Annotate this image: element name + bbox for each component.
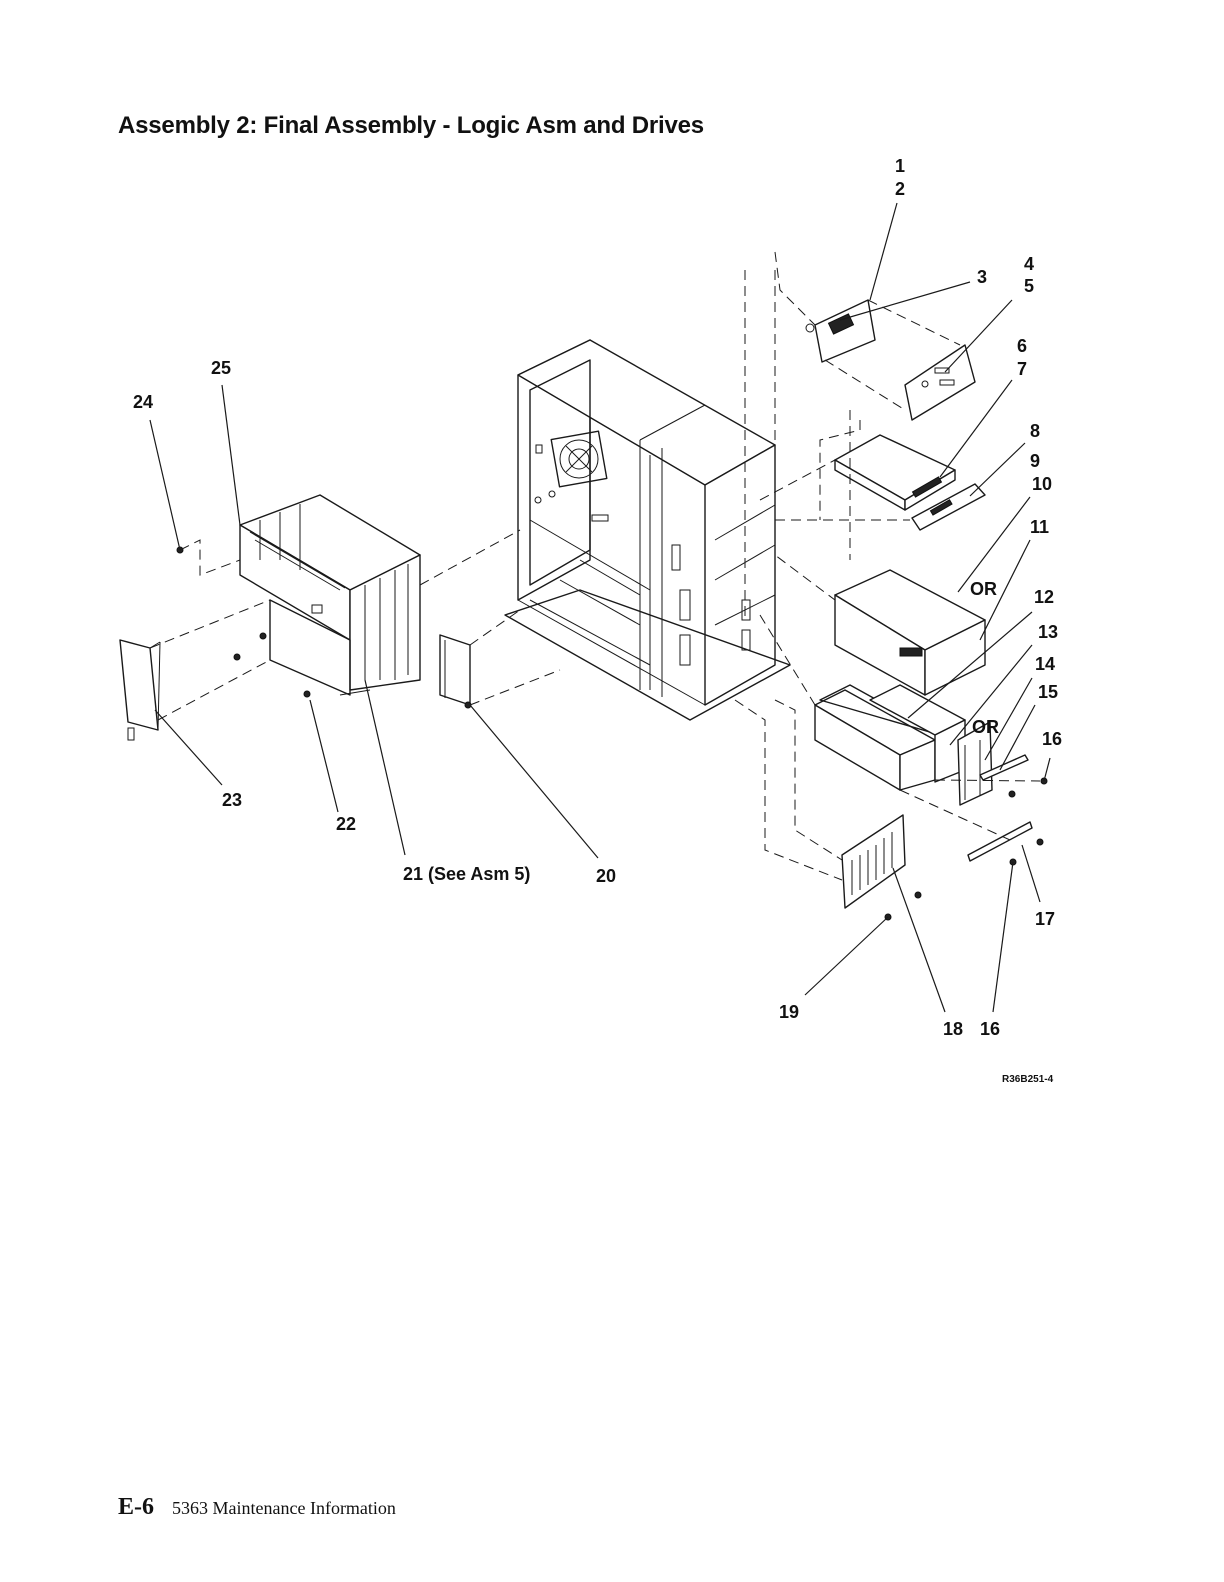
- page-number: E-6: [118, 1494, 154, 1520]
- callout-5: 5: [1024, 276, 1034, 296]
- callout-11: 11: [1030, 517, 1049, 537]
- diskette-drive-7: [835, 435, 955, 510]
- callout-10: 10: [1032, 474, 1052, 494]
- side-cover-23: [120, 640, 160, 740]
- page-footer: E-6 5363 Maintenance Information: [118, 1494, 396, 1521]
- main-frame: [505, 340, 790, 720]
- rear-panel-20: [440, 635, 471, 708]
- callout-9: 9: [1030, 451, 1040, 471]
- callout-8: 8: [1030, 421, 1040, 441]
- callout-16-upper: 16: [1042, 729, 1062, 749]
- or-label-lower: OR: [972, 717, 999, 737]
- logic-assembly: [240, 495, 420, 695]
- callout-15: 15: [1038, 682, 1058, 702]
- callout-14: 14: [1035, 654, 1055, 674]
- callout-22: 22: [336, 814, 356, 834]
- callout-18: 18: [943, 1019, 963, 1039]
- callout-6: 6: [1017, 336, 1027, 356]
- footer-text: 5363 Maintenance Information: [172, 1498, 396, 1518]
- figure-code: R36B251-4: [1002, 1074, 1054, 1085]
- or-label-upper: OR: [970, 579, 997, 599]
- callout-4: 4: [1024, 254, 1034, 274]
- callout-25: 25: [211, 358, 231, 378]
- callout-12: 12: [1034, 587, 1054, 607]
- callout-13: 13: [1038, 622, 1058, 642]
- callout-16-lower: 16: [980, 1019, 1000, 1039]
- operator-panel-3: [806, 300, 875, 362]
- callout-23: 23: [222, 790, 242, 810]
- callout-1: 1: [895, 156, 905, 176]
- callout-19: 19: [779, 1002, 799, 1022]
- callout-2: 2: [895, 179, 905, 199]
- callout-20: 20: [596, 866, 616, 886]
- bar-17: [968, 822, 1032, 861]
- callout-7: 7: [1017, 359, 1027, 379]
- callout-3: 3: [977, 267, 987, 287]
- panel-cover-5: [905, 345, 975, 420]
- tape-drive-11: [835, 570, 985, 695]
- vent-cover-18: [842, 815, 905, 908]
- callout-24: 24: [133, 392, 153, 412]
- callout-21: 21 (See Asm 5): [403, 864, 530, 884]
- callout-17: 17: [1035, 909, 1055, 929]
